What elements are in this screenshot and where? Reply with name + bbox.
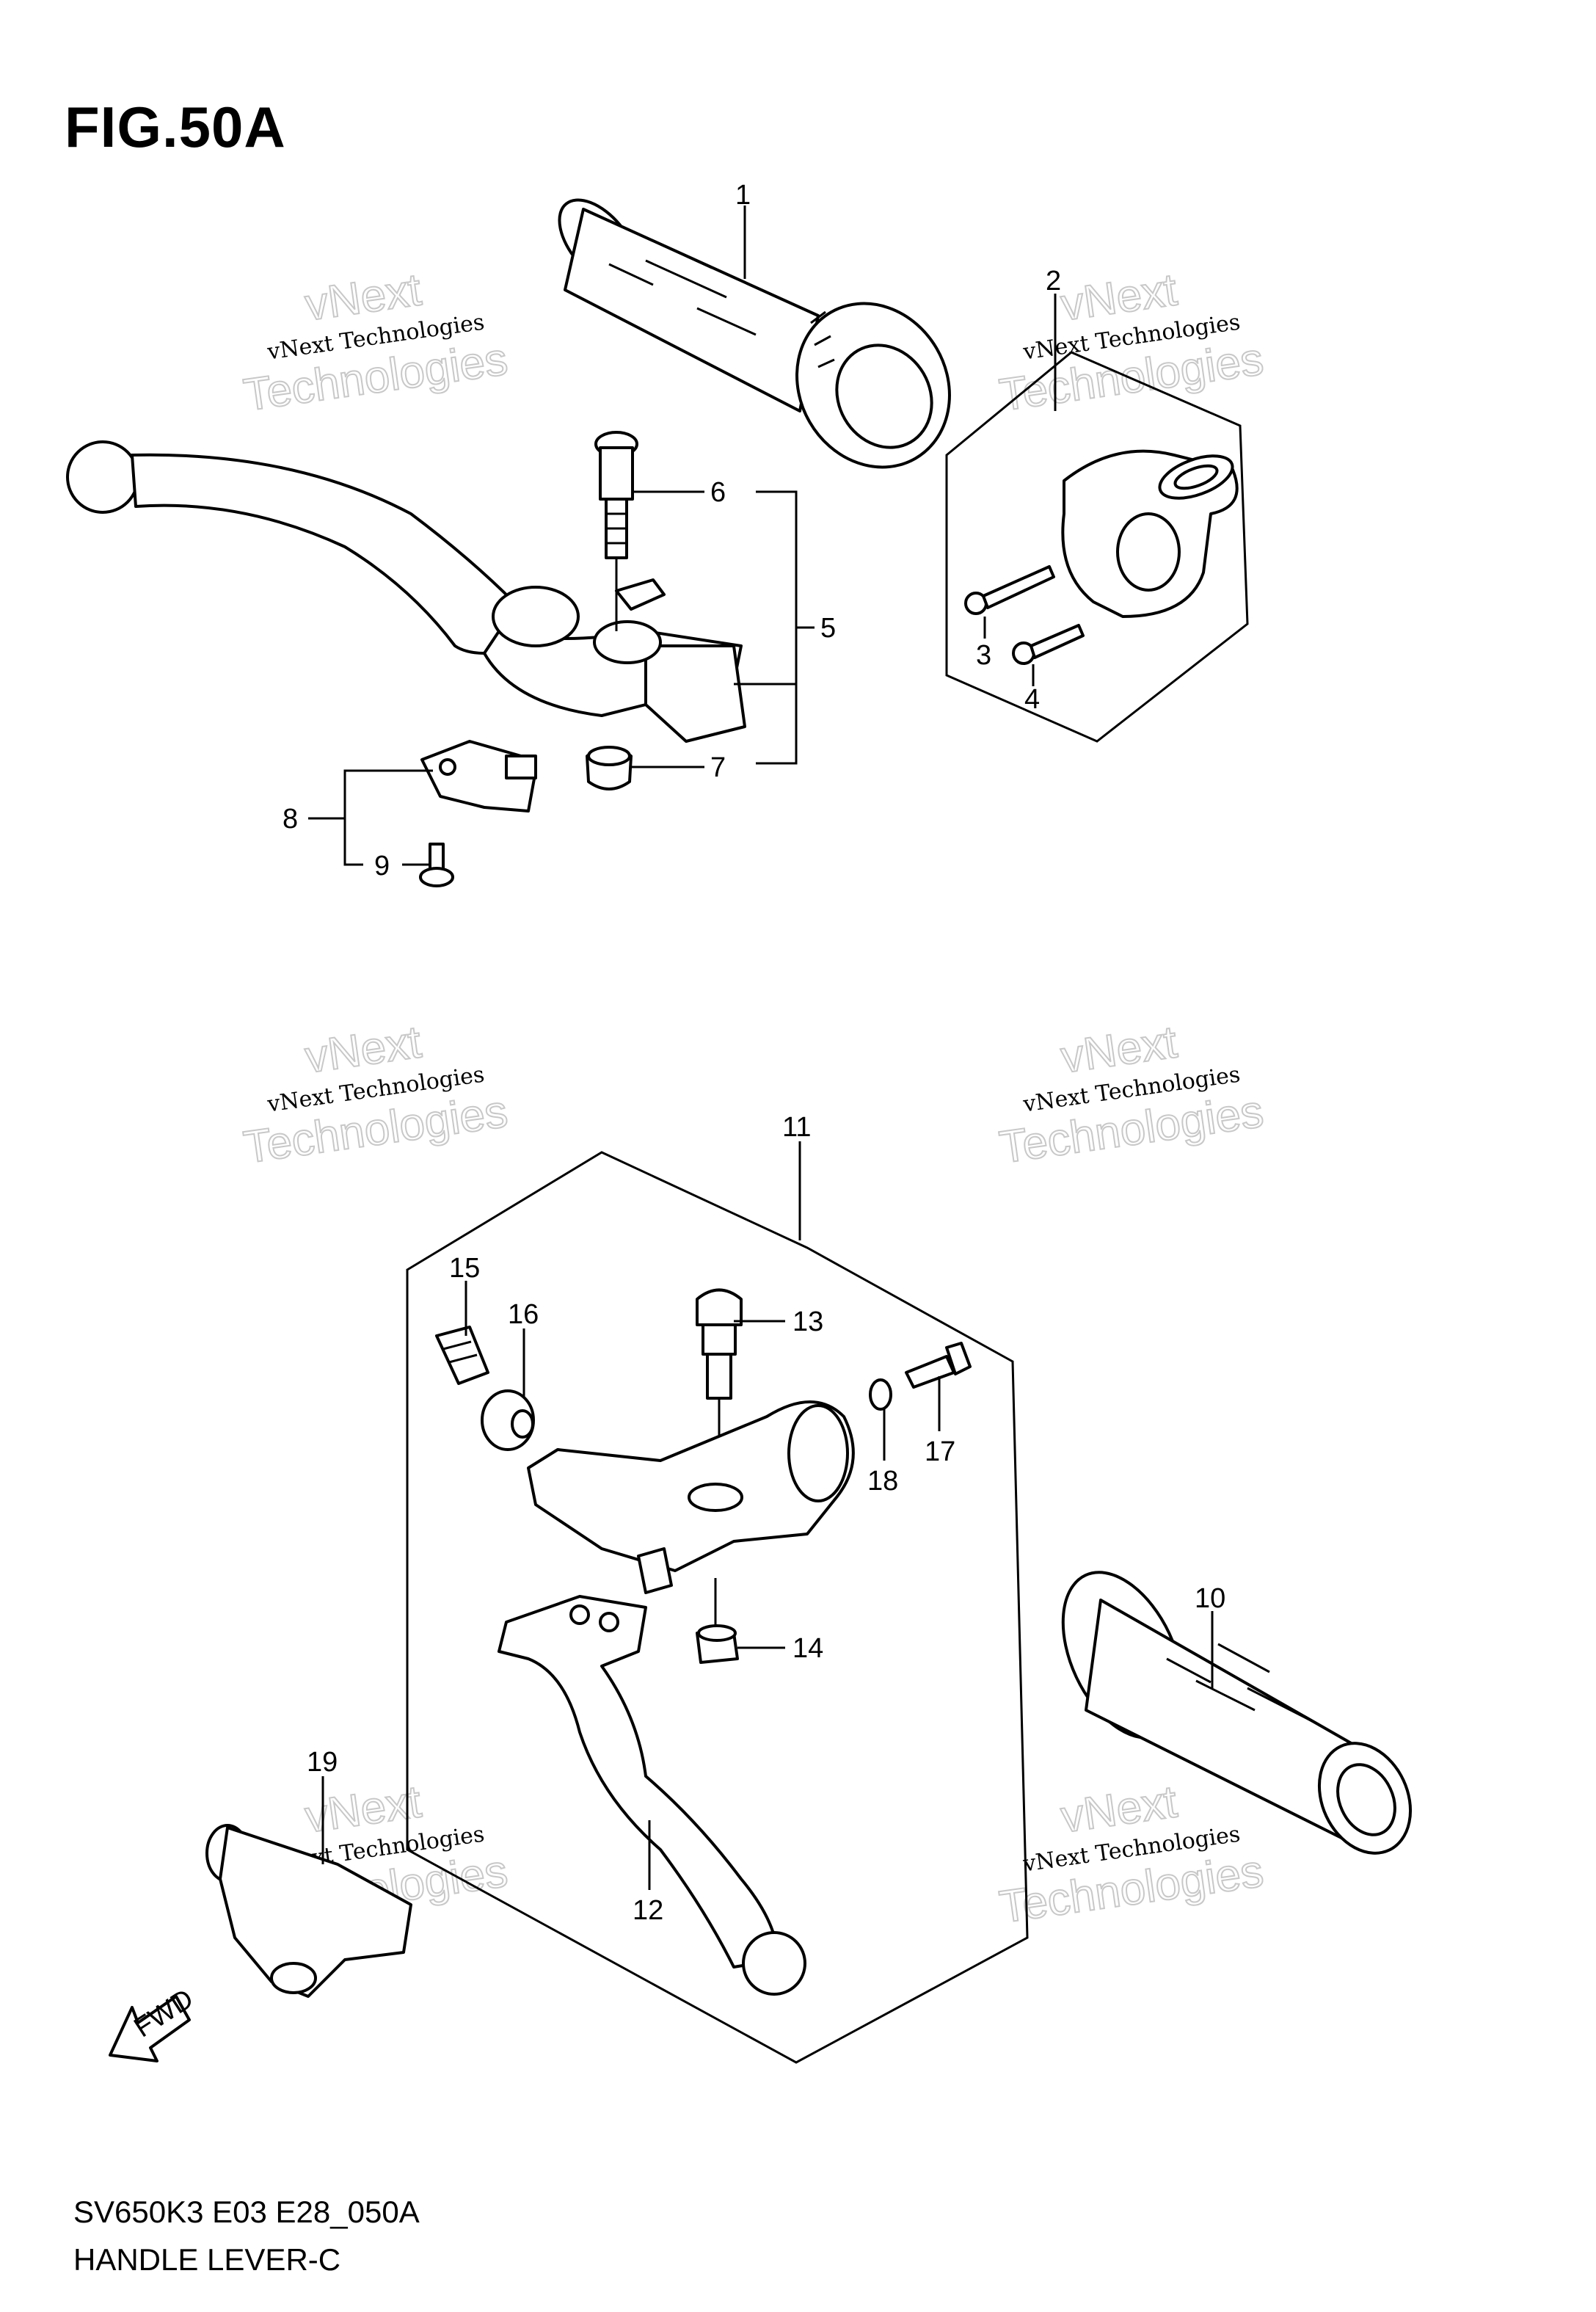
- watermark-top-right: vNext Technologies vNext Technologies: [996, 263, 1267, 421]
- clutch-lever-assembly-box: [406, 1151, 1029, 2064]
- callout-6: 6: [710, 477, 726, 508]
- callout-9: 9: [374, 851, 390, 881]
- pivot-bolt-13: [696, 1288, 743, 1468]
- screw-3: [964, 565, 1055, 615]
- locknut-16: [481, 1389, 535, 1451]
- callout-11: 11: [782, 1112, 811, 1143]
- screw-4: [1012, 624, 1085, 665]
- washer-18: [869, 1378, 892, 1411]
- callouts: 1 2 3 4 5 6 7 8 9 10 11 12 13 14 15 16 1…: [283, 180, 1225, 1926]
- callout-15: 15: [449, 1253, 480, 1284]
- callout-17: 17: [925, 1436, 955, 1467]
- throttle-housing-assembly: [945, 351, 1249, 743]
- callout-1: 1: [735, 180, 751, 211]
- screw-9: [419, 843, 454, 887]
- callout-2: 2: [1046, 266, 1061, 297]
- adjuster-15: [435, 1326, 489, 1385]
- callout-5: 5: [820, 613, 836, 644]
- callout-18: 18: [867, 1466, 898, 1497]
- callout-4: 4: [1024, 684, 1040, 715]
- nut-7: [586, 746, 633, 790]
- bolt-17: [905, 1342, 972, 1389]
- callout-12: 12: [633, 1895, 663, 1926]
- pivot-bolt-6: [594, 431, 638, 631]
- clutch-lever-12: [498, 1595, 806, 1996]
- callout-19: 19: [307, 1747, 338, 1778]
- callout-16: 16: [508, 1299, 539, 1330]
- callout-3: 3: [976, 640, 991, 671]
- nut-14: [696, 1624, 739, 1664]
- model-code: SV650K3 E03 E28_050A: [73, 2195, 420, 2229]
- clutch-switch-19: [205, 1824, 412, 1998]
- callout-13: 13: [792, 1306, 823, 1337]
- left-grip-10: [1061, 1571, 1413, 1855]
- callout-14: 14: [792, 1633, 823, 1664]
- brake-switch-8: [420, 740, 537, 813]
- clutch-lever-holder: [527, 1400, 855, 1594]
- figure-title: FIG.50A: [65, 95, 286, 159]
- front-brake-lever: [66, 440, 746, 743]
- section-name: HANDLE LEVER-C: [73, 2242, 341, 2277]
- callout-7: 7: [710, 752, 726, 783]
- watermark-top-left: vNext Technologies vNext Technologies: [240, 263, 511, 421]
- callout-8: 8: [283, 804, 298, 835]
- watermark-mid-right: vNext Technologies vNext Technologies: [996, 1016, 1267, 1174]
- watermark-mid-left: vNext Technologies vNext Technologies: [240, 1016, 511, 1174]
- forward-direction-marker: FWD: [109, 1983, 199, 2062]
- leader-lines: [308, 206, 1214, 1890]
- callout-10: 10: [1195, 1583, 1225, 1614]
- throttle-grip: [558, 198, 951, 469]
